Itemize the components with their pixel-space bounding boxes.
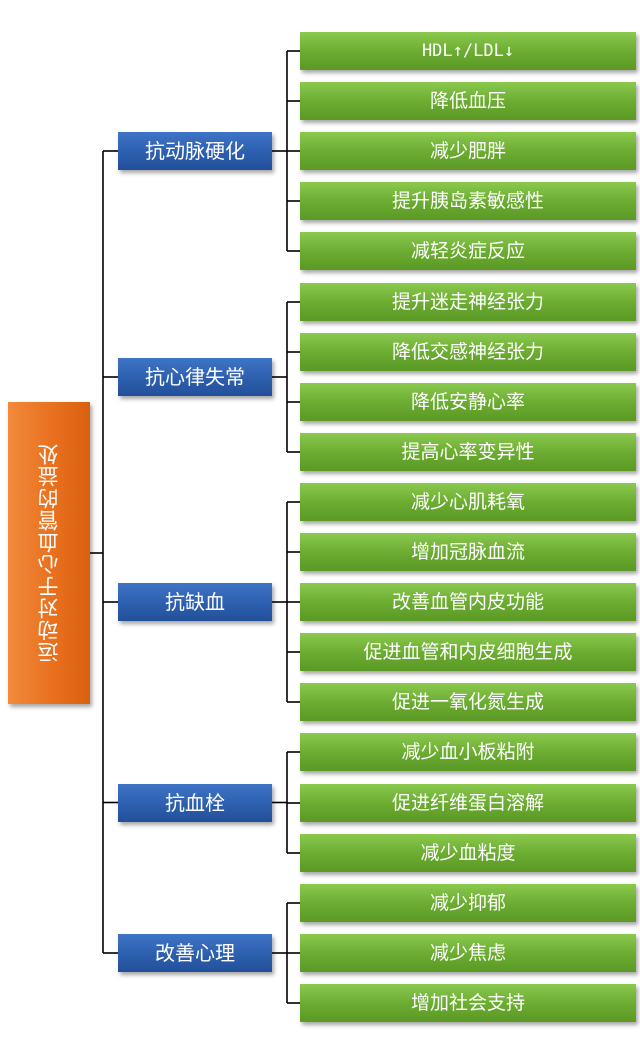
leaf-node: HDL↑/LDL↓ <box>300 32 636 70</box>
leaf-node: 增加冠脉血流 <box>300 533 636 571</box>
category-node: 抗动脉硬化 <box>118 132 272 170</box>
leaf-node: 提升胰岛素敏感性 <box>300 182 636 220</box>
leaf-node: 改善血管内皮功能 <box>300 583 636 621</box>
leaf-node: 降低安静心率 <box>300 383 636 421</box>
leaf-node: 降低交感神经张力 <box>300 333 636 371</box>
leaf-node: 减少抑郁 <box>300 884 636 922</box>
leaf-node: 促进一氧化氮生成 <box>300 683 636 721</box>
leaf-node: 提升迷走神经张力 <box>300 283 636 321</box>
category-node: 抗血栓 <box>118 784 272 822</box>
leaf-node: 减少肥胖 <box>300 132 636 170</box>
leaf-node: 减少血粘度 <box>300 834 636 872</box>
category-node: 抗心律失常 <box>118 358 272 396</box>
root-label: 运动对于心血管的益处 <box>37 443 61 663</box>
leaf-node: 减少血小板粘附 <box>300 733 636 771</box>
leaf-node: 减少焦虑 <box>300 934 636 972</box>
root-node: 运动对于心血管的益处 <box>8 402 90 704</box>
leaf-node: 促进血管和内皮细胞生成 <box>300 633 636 671</box>
category-node: 改善心理 <box>118 934 272 972</box>
leaf-node: 减少心肌耗氧 <box>300 483 636 521</box>
leaf-node: 提高心率变异性 <box>300 433 636 471</box>
leaf-node: 降低血压 <box>300 82 636 120</box>
leaf-node: 增加社会支持 <box>300 984 636 1022</box>
category-node: 抗缺血 <box>118 583 272 621</box>
leaf-node: 减轻炎症反应 <box>300 232 636 270</box>
leaf-node: 促进纤维蛋白溶解 <box>300 784 636 822</box>
